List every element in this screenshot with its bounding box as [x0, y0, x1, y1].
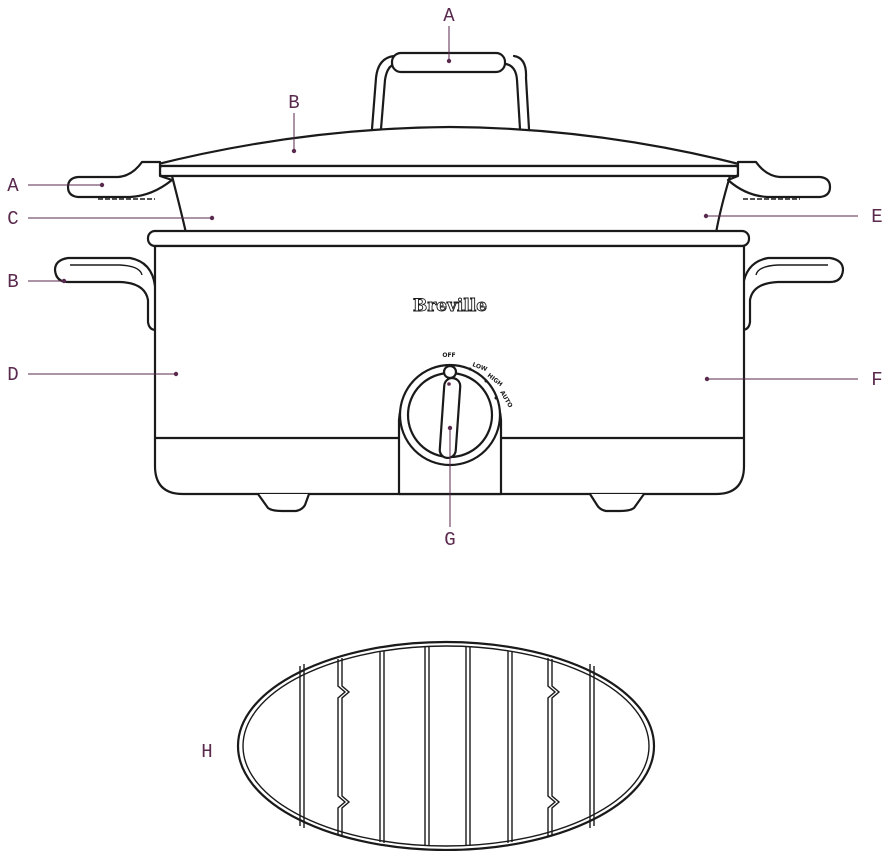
foot-right — [588, 492, 646, 513]
glass-lid — [148, 125, 749, 168]
label-rack: H — [201, 741, 212, 763]
brand-logo: Breville — [413, 296, 487, 316]
dial-setting-low: LOW — [471, 361, 488, 373]
label-bowl-handle-left: A — [7, 175, 19, 197]
base-handle-left — [53, 256, 166, 332]
dial-setting-off: OFF — [442, 352, 455, 359]
bowl-handle-left — [66, 160, 174, 200]
roasting-rack — [236, 640, 656, 851]
label-base-handle-left: B — [7, 271, 18, 293]
label-base-right: F — [871, 369, 882, 391]
label-dial: G — [444, 529, 455, 551]
label-lid-handle: A — [443, 5, 455, 27]
base-rim — [146, 229, 751, 248]
base-handle-right — [732, 256, 845, 332]
bowl-handle-right — [726, 160, 832, 200]
label-lid: B — [288, 92, 299, 114]
label-base-left: D — [7, 364, 18, 386]
label-bowl-left: C — [7, 208, 18, 230]
foot-left — [256, 492, 311, 513]
lid-handle — [370, 51, 531, 131]
lid-rim — [158, 164, 740, 178]
label-bowl-right: E — [871, 206, 882, 228]
cooking-bowl — [170, 174, 732, 235]
